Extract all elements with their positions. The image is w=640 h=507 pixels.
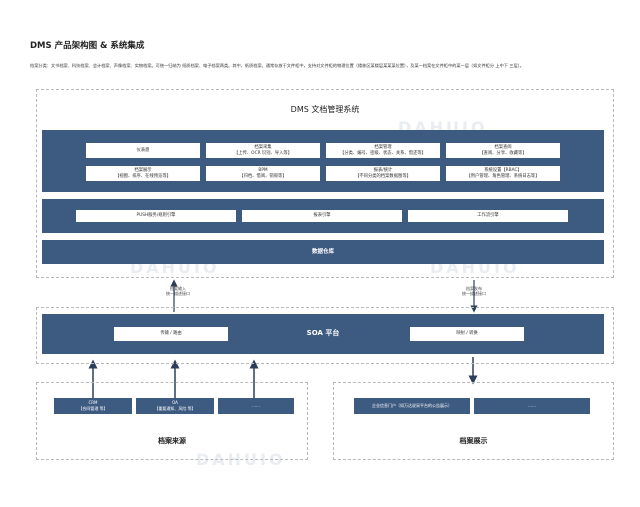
dms-title: DMS 文档管理系统: [290, 105, 360, 114]
data-warehouse[interactable]: 数据仓库: [42, 240, 604, 264]
source-crm[interactable]: CRM 【合同管理 等】: [54, 398, 132, 414]
source-name: CRM: [88, 400, 98, 406]
module-report[interactable]: 报表/统计 【不同分类的档案数据图等】: [326, 166, 440, 181]
module-name: BPM: [258, 168, 268, 173]
module-bpm[interactable]: BPM 【归档、借阅、销毁等】: [206, 166, 320, 181]
display-label: 档案展示: [459, 437, 488, 445]
dms-container: [36, 89, 614, 278]
module-display[interactable]: 档案展示 【视图、排序、在线预览等】: [86, 166, 200, 181]
connector-label-out: 档案发布 统一描述接口: [452, 286, 496, 297]
module-name: 档案采集: [254, 145, 272, 150]
engine-report[interactable]: 报表引擎: [242, 210, 402, 222]
page-title: DMS 产品架构图 & 系统集成: [30, 41, 145, 51]
soa-route-box[interactable]: 传输 / 路由: [114, 327, 228, 341]
module-name: 报表/统计: [373, 168, 393, 173]
module-dashboard[interactable]: 仪表盘: [86, 143, 200, 158]
module-detail: 【上传、OCR 识别、导入等】: [234, 150, 292, 156]
module-detail: 【分类、编号、密级、状态、关系、借还等】: [340, 150, 426, 156]
sources-label: 档案来源: [158, 437, 186, 445]
engine-workflow[interactable]: 工作流引擎: [408, 210, 568, 222]
module-query[interactable]: 档案查阅 【查阅、分享、收藏等】: [446, 143, 560, 158]
module-manage[interactable]: 档案管理 【分类、编号、密级、状态、关系、借还等】: [326, 143, 440, 158]
connector-line: 统一描述接口: [166, 291, 190, 297]
source-more[interactable]: ……: [218, 398, 294, 414]
module-detail: 【查阅、分享、收藏等】: [479, 150, 527, 156]
module-name: 档案管理: [374, 145, 392, 150]
soa-container: [36, 307, 614, 364]
module-name: 档案查阅: [494, 145, 512, 150]
engine-push[interactable]: PUSH服务/规则引擎: [76, 210, 236, 222]
connector-line: 统一描述接口: [462, 291, 486, 297]
soa-title: SOA 平台: [306, 329, 340, 337]
page-subtitle: 档案分类：文书档案、科技档案、会计档案、声像档案、实物档案。可统一归纳为 纸质档…: [30, 63, 524, 68]
source-name: OA: [172, 400, 178, 406]
module-name: 仪表盘: [136, 147, 150, 153]
source-oa[interactable]: OA 【重要通知、风险 等】: [136, 398, 214, 414]
display-container: [333, 382, 614, 460]
module-settings[interactable]: 系统设置【RBAC】 【用户管理、角色管理、系统日志等】: [446, 166, 560, 181]
soa-map-box[interactable]: 映射 / 转换: [410, 327, 524, 341]
display-more[interactable]: ……: [474, 398, 590, 414]
connector-line: 档案发布: [466, 286, 482, 291]
modules-panel: [42, 130, 604, 192]
source-detail: 【重要通知、风险 等】: [154, 406, 196, 411]
connector-line: 档案输入: [170, 286, 186, 291]
module-detail: 【归档、借阅、销毁等】: [239, 173, 287, 179]
module-detail: 【视图、排序、在线预览等】: [115, 173, 171, 179]
module-name: 档案展示: [134, 168, 152, 173]
connector-label-in: 档案输入 统一描述接口: [158, 286, 198, 297]
module-detail: 【用户管理、角色管理、系统日志等】: [466, 173, 540, 179]
source-name: ……: [252, 403, 260, 409]
module-detail: 【不同分类的档案数据图等】: [355, 173, 411, 179]
source-detail: 【合同管理 等】: [78, 406, 108, 411]
module-name: 系统设置【RBAC】: [484, 168, 522, 173]
module-collect[interactable]: 档案采集 【上传、OCR 识别、导入等】: [206, 143, 320, 158]
sources-container: [36, 382, 308, 460]
display-portal[interactable]: 企业信息门户（如万达说采平台的公告展示）: [354, 398, 470, 414]
